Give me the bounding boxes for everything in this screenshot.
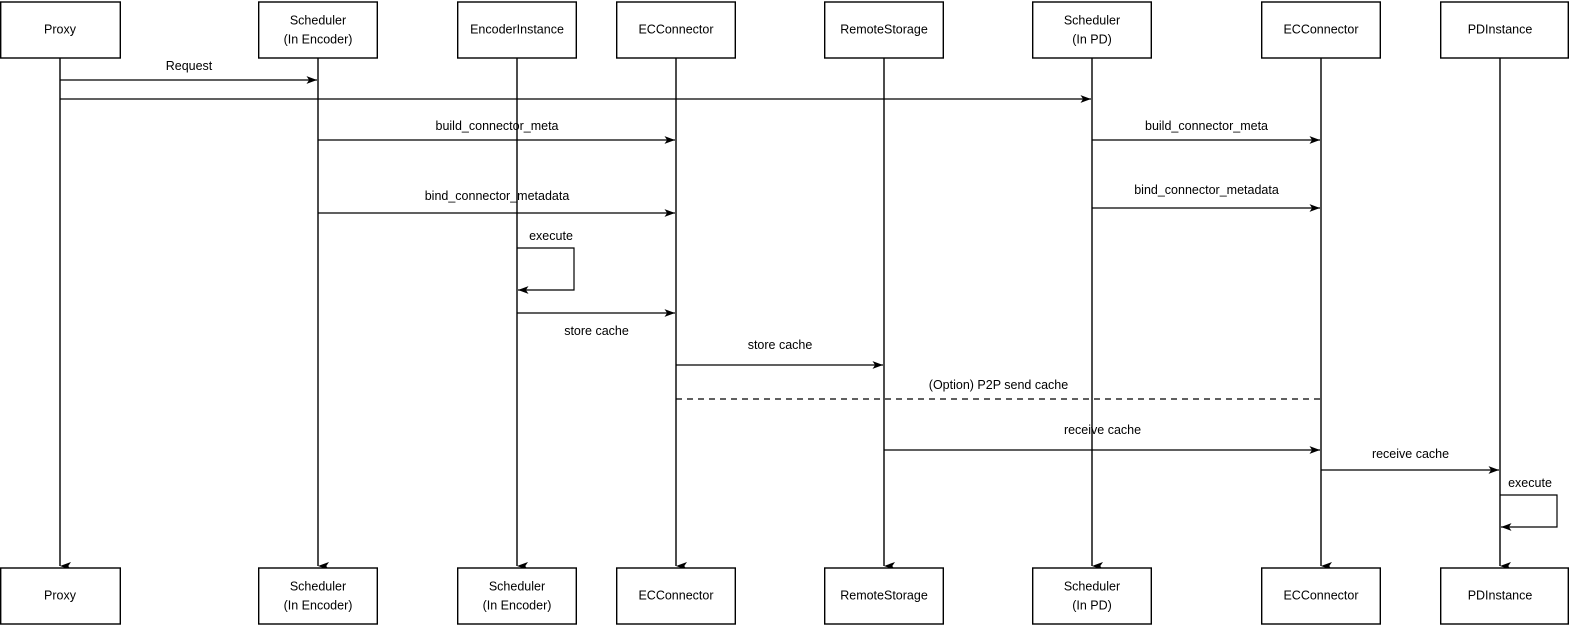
lifeline-footer-label-sub: (In PD) <box>1072 598 1112 612</box>
lifeline-footer-label: ECConnector <box>638 588 713 602</box>
lifeline-footer-remote_store[interactable]: RemoteStorage <box>824 567 945 625</box>
lifeline-footer-label: RemoteStorage <box>840 588 928 602</box>
lifelines-group: Proxy Scheduler (In Encoder) EncoderInstanc… <box>0 1 1569 570</box>
lifeline-label: ECConnector <box>1283 22 1358 36</box>
message-bind_meta_right[interactable]: bind_connector_metadata <box>1092 183 1320 212</box>
self-message-label: execute <box>529 229 573 243</box>
lifeline-footer-label-sub: (In Encoder) <box>284 598 353 612</box>
lifeline-label-sub: (In Encoder) <box>284 32 353 46</box>
message-label: receive cache <box>1372 447 1449 461</box>
message-bind_meta_left[interactable]: bind_connector_metadata <box>318 189 675 217</box>
lifeline-footer-label: Scheduler <box>1064 579 1120 593</box>
lifeline-footer-label: PDInstance <box>1468 588 1533 602</box>
lifeline-header-ec_conn_l[interactable]: ECConnector <box>616 1 737 59</box>
lifeline-footer-label: Proxy <box>44 588 77 602</box>
lifeline-header-encoder_inst[interactable]: EncoderInstance <box>457 1 578 59</box>
lifeline-label: EncoderInstance <box>470 22 564 36</box>
self-message-path <box>1500 494 1558 531</box>
message-store_cache_remote[interactable]: store cache <box>676 338 883 369</box>
self-message-label: execute <box>1508 476 1552 490</box>
lifeline-label: PDInstance <box>1468 22 1533 36</box>
message-label: bind_connector_metadata <box>425 189 570 203</box>
message-label: build_connector_meta <box>436 119 559 133</box>
self-message-execute_pd[interactable]: execute <box>1500 476 1558 531</box>
lifeline-footer-sched_enc[interactable]: Scheduler (In Encoder) <box>258 567 379 625</box>
message-label: store cache <box>748 338 813 352</box>
lifeline-label: Proxy <box>44 22 77 36</box>
lifeline-label: ECConnector <box>638 22 713 36</box>
lifeline-footer-label: Scheduler <box>290 579 346 593</box>
lifeline-footer-sched_pd[interactable]: Scheduler (In PD) <box>1031 567 1152 625</box>
lifeline-footer-proxy[interactable]: Proxy <box>0 567 121 625</box>
message-label: Request <box>166 59 213 73</box>
lifeline-header-sched_pd[interactable]: Scheduler (In PD) <box>1031 1 1152 59</box>
lifeline-header-pd_inst[interactable]: PDInstance <box>1439 1 1569 59</box>
self-message-execute_encoder[interactable]: execute <box>517 229 575 294</box>
self-message-path <box>517 247 575 294</box>
lifeline-header-proxy[interactable]: Proxy <box>0 1 121 59</box>
message-build_meta_left[interactable]: build_connector_meta <box>318 119 675 144</box>
message-p2p_send_cache[interactable]: (Option) P2P send cache <box>676 378 1320 400</box>
message-request[interactable]: Request <box>60 59 317 84</box>
lifeline-footer-label-sub: (In Encoder) <box>483 598 552 612</box>
message-label: store cache <box>564 324 629 338</box>
lifeline-footer-label: ECConnector <box>1283 588 1358 602</box>
lifeline-label: Scheduler <box>1064 13 1120 27</box>
message-label: bind_connector_metadata <box>1134 183 1279 197</box>
lifeline-label: Scheduler <box>290 13 346 27</box>
message-label: receive cache <box>1064 423 1141 437</box>
message-receive_cache_conn[interactable]: receive cache <box>884 423 1320 454</box>
lifeline-label: RemoteStorage <box>840 22 928 36</box>
message-receive_cache_pd[interactable]: receive cache <box>1321 447 1499 474</box>
lifeline-footer-ec_conn_r[interactable]: ECConnector <box>1260 567 1381 625</box>
lifeline-label-sub: (In PD) <box>1072 32 1112 46</box>
message-label: (Option) P2P send cache <box>929 378 1068 392</box>
lifeline-footer-label: Scheduler <box>489 579 545 593</box>
lifeline-header-sched_enc[interactable]: Scheduler (In Encoder) <box>258 1 379 59</box>
message-store_cache_enc[interactable]: store cache <box>517 309 675 338</box>
message-build_meta_right[interactable]: build_connector_meta <box>1092 119 1320 144</box>
footers-group: Proxy Scheduler (In Encoder) Scheduler (In E… <box>0 567 1569 625</box>
message-label: build_connector_meta <box>1145 119 1268 133</box>
lifeline-footer-pd_inst[interactable]: PDInstance <box>1439 567 1569 625</box>
lifeline-footer-ec_conn_l[interactable]: ECConnector <box>616 567 737 625</box>
lifeline-header-ec_conn_r[interactable]: ECConnector <box>1260 1 1381 59</box>
self-messages-group: execute execute <box>517 229 1558 531</box>
lifeline-footer-encoder_inst[interactable]: Scheduler (In Encoder) <box>457 567 578 625</box>
lifeline-header-remote_store[interactable]: RemoteStorage <box>824 1 945 59</box>
messages-group: Request build_connector_meta build_connect… <box>60 59 1499 474</box>
